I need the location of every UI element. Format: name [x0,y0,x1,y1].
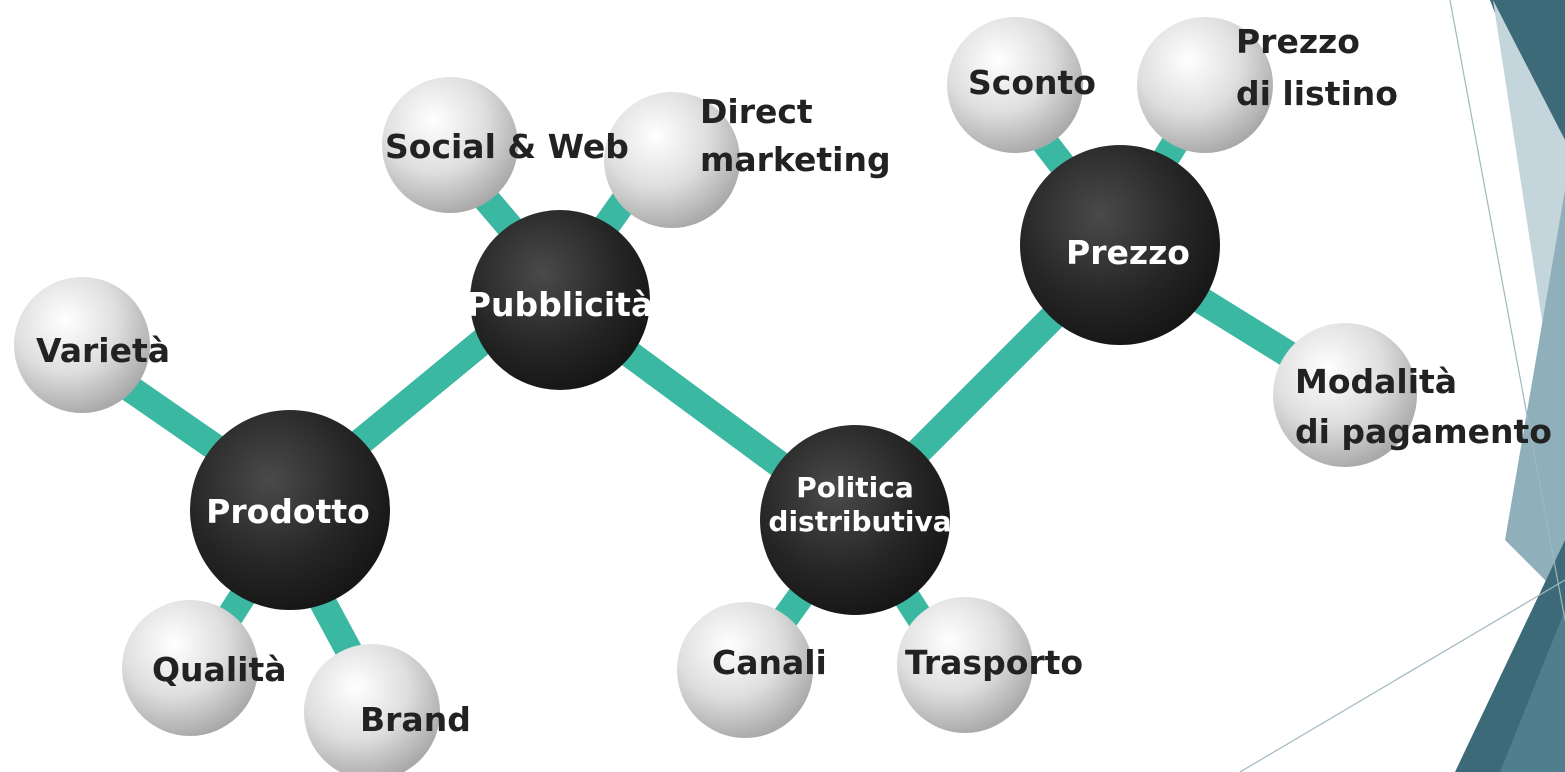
atom-modalita [1273,323,1417,467]
label-direct-line2: marketing [700,140,891,179]
atom-politica [760,425,950,615]
label-politica-line2: distributiva [768,505,952,538]
atom-prezzo-listino [1137,17,1273,153]
label-listino-line1: Prezzo [1236,22,1360,61]
label-prezzo: Prezzo [1066,233,1190,272]
label-modalita-line1: Modalità [1295,362,1458,401]
atom-prodotto [190,410,390,610]
atom-sconto [947,17,1083,153]
atom-direct-marketing [604,92,740,228]
label-canali: Canali [712,643,827,682]
atom-canali [677,602,813,738]
label-social-web: Social & Web [385,127,629,166]
atom-varieta [14,277,150,413]
label-varieta: Varietà [36,331,171,370]
label-pubblicita: Pubblicità [466,285,654,324]
atom-prezzo [1020,145,1220,345]
facet-line-1 [1449,0,1565,621]
label-brand: Brand [360,700,471,739]
label-sconto: Sconto [968,63,1096,102]
label-trasporto: Trasporto [905,643,1084,682]
decorative-facets [1239,0,1565,772]
atom-brand [304,644,440,772]
facet-mid-bottom [1500,610,1565,772]
label-direct-line1: Direct [700,92,813,131]
atom-qualita [122,600,258,736]
dark-atoms [190,145,1220,615]
label-politica-line1: Politica [796,471,914,504]
facet-mid [1505,190,1565,600]
light-atoms [14,17,1417,772]
label-qualita: Qualità [152,650,287,689]
label-listino-line2: di listino [1236,74,1398,113]
label-prodotto: Prodotto [206,492,370,531]
atom-trasporto [897,597,1033,733]
atom-pubblicita [470,210,650,390]
atom-social-web [382,77,518,213]
label-modalita-line2: di pagamento [1295,412,1552,451]
facet-line-2 [1239,579,1565,772]
